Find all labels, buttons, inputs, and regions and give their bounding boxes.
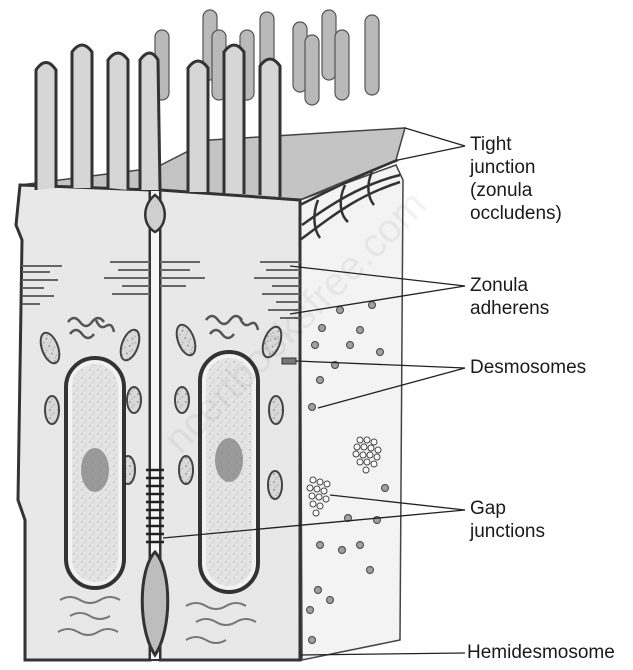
label-desmosomes: Desmosomes (470, 356, 586, 379)
front-microvilli-middle (188, 45, 280, 197)
label-tight-junction: Tight junction (zonula occludens) (470, 133, 562, 225)
nucleus-middle (200, 352, 258, 592)
label-zonula-adherens: Zonula adherens (470, 274, 549, 320)
lateral-face (300, 165, 403, 660)
desmosome-plaque (282, 358, 296, 364)
tight-junction-bulb (145, 195, 165, 232)
label-gap-junctions: Gap junctions (470, 497, 545, 543)
label-hemidesmosome: Hemidesmosome (467, 641, 615, 664)
nucleus-left (66, 358, 124, 588)
front-microvilli-left (36, 45, 160, 190)
